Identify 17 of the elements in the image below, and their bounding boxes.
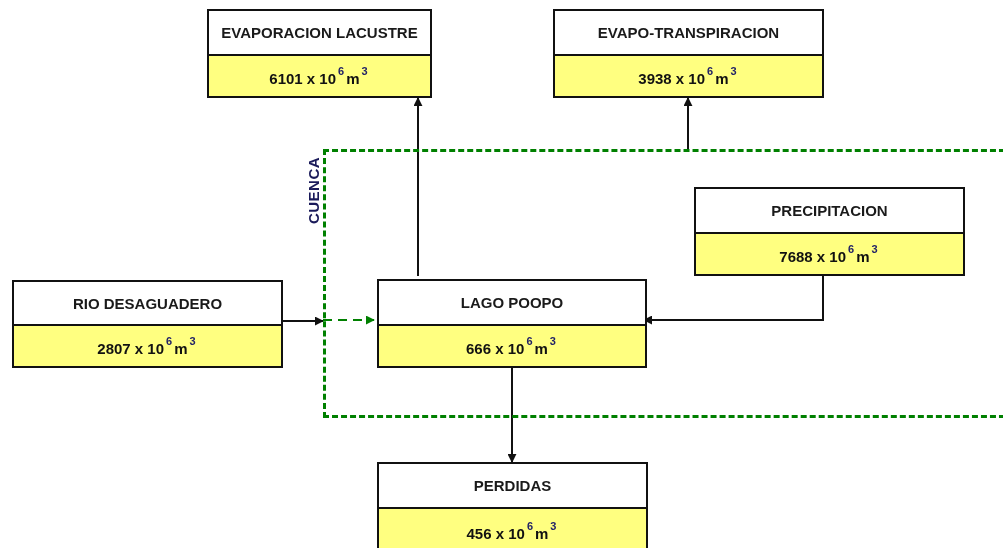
flow-card [377, 279, 647, 368]
flow-card [207, 9, 432, 98]
volume-value: 7688 x 10$^{6}$m$^{3}$ [696, 234, 963, 274]
basin-label: CUENCA [305, 156, 323, 225]
flow-arrow [683, 97, 693, 150]
flow-card [694, 187, 965, 276]
flow-card [553, 9, 824, 98]
volume-value: 2807 x 10$^{6}$m$^{3}$ [14, 326, 281, 366]
flow-card [12, 280, 283, 368]
volume-value: 6101 x 10$^{6}$m$^{3}$ [209, 56, 430, 96]
flow-arrow [413, 97, 423, 277]
volume-value: 456 x 10$^{6}$m$^{3}$ [379, 509, 646, 548]
flow-card [377, 462, 648, 548]
flow-arrow [322, 315, 375, 325]
volume-value: 3938 x 10$^{6}$m$^{3}$ [555, 56, 822, 96]
volume-value: 666 x 10$^{6}$m$^{3}$ [379, 326, 645, 366]
flow-arrow [282, 316, 324, 326]
